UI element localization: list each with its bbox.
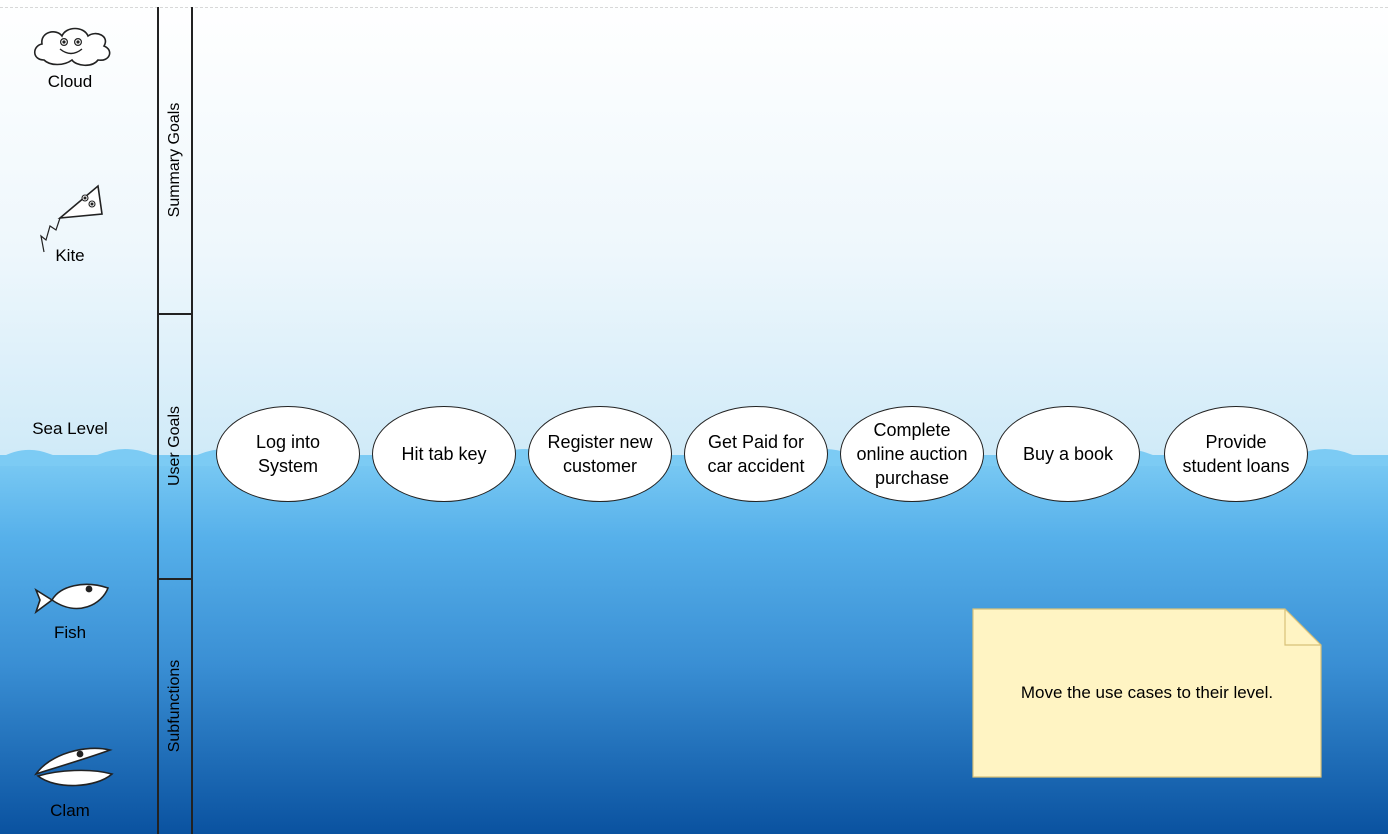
lane-label-summary-goals: Summary Goals bbox=[166, 102, 183, 218]
use-case-get-paid-for-car-accident[interactable]: Get Paid for car accident bbox=[684, 406, 828, 502]
fish-icon bbox=[34, 583, 110, 615]
use-case-buy-a-book[interactable]: Buy a book bbox=[996, 406, 1140, 502]
lane-summary-goals: Summary Goals bbox=[157, 7, 193, 315]
level-label-kite: Kite bbox=[55, 246, 85, 265]
goal-level-scale: Cloud Kite Sea Level Fish Clam bbox=[0, 0, 140, 834]
lane-user-goals: User Goals bbox=[157, 313, 193, 580]
cloud-icon bbox=[33, 27, 111, 67]
use-case-log-into-system[interactable]: Log into System bbox=[216, 406, 360, 502]
level-label-cloud: Cloud bbox=[47, 72, 93, 91]
sky-background bbox=[0, 0, 1388, 460]
clam-icon bbox=[34, 747, 114, 787]
use-case-complete-online-auction-purchase[interactable]: Complete online auction purchase bbox=[840, 406, 984, 502]
instruction-note[interactable]: Move the use cases to their level. bbox=[972, 608, 1322, 778]
lane-label-user-goals: User Goals bbox=[166, 405, 183, 486]
use-case-provide-student-loans[interactable]: Provide student loans bbox=[1164, 406, 1308, 502]
level-label-sea-level: Sea Level bbox=[32, 419, 108, 438]
use-case-hit-tab-key[interactable]: Hit tab key bbox=[372, 406, 516, 502]
note-shape bbox=[972, 608, 1322, 778]
lane-label-subfunctions: Subfunctions bbox=[166, 659, 183, 753]
lane-subfunctions: Subfunctions bbox=[157, 578, 193, 834]
use-case-register-new-customer[interactable]: Register new customer bbox=[528, 406, 672, 502]
level-label-clam: Clam bbox=[50, 801, 90, 820]
note-text: Move the use cases to their level. bbox=[1020, 683, 1274, 702]
kite-icon bbox=[40, 184, 103, 253]
level-label-fish: Fish bbox=[53, 623, 87, 642]
page-top-boundary bbox=[0, 7, 1388, 8]
